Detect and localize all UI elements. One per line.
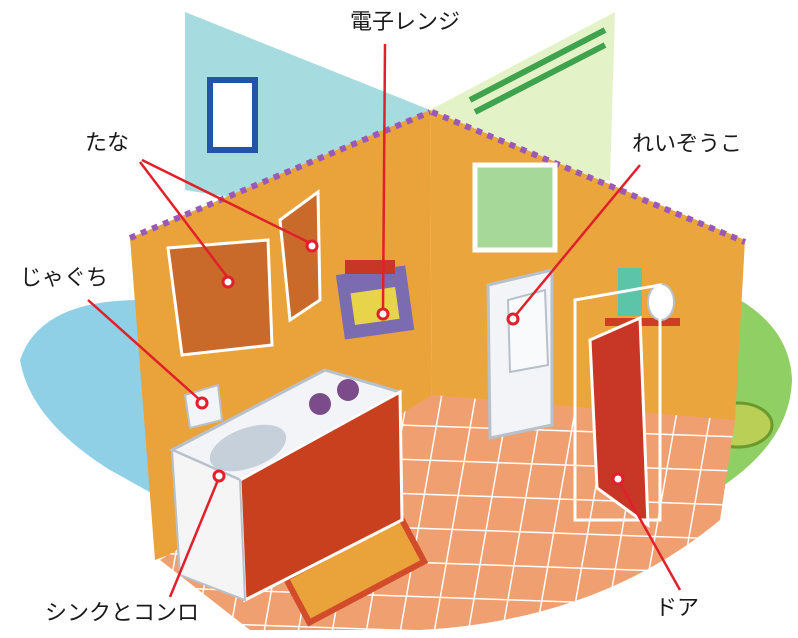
burner-1 (309, 393, 331, 415)
label-door: ドア (655, 596, 700, 621)
left-wall-trim (128, 109, 432, 241)
label-shelf: たな (85, 131, 130, 156)
dot-sink-stove (212, 469, 226, 483)
dot-door (611, 472, 625, 486)
leader-lines (87, 43, 682, 598)
leader-sink-stove (168, 479, 220, 598)
window (472, 162, 558, 253)
dot-fridge (506, 312, 520, 326)
door-frame (573, 283, 662, 522)
shelf-door-left (166, 238, 274, 357)
label-fridge: れいぞうこ (632, 132, 743, 157)
label-faucet: じゃぐち (20, 266, 109, 291)
dot-microwave (376, 307, 390, 321)
mirror (207, 77, 258, 153)
leader-door (618, 482, 682, 591)
jars-shelf (605, 318, 680, 326)
burner-2 (337, 379, 359, 401)
fridge-door (506, 288, 550, 374)
dot-shelf-a (221, 275, 235, 289)
label-microwave: 電子レンジ (350, 10, 461, 35)
leader-shelf-a (139, 161, 229, 279)
leader-microwave (381, 43, 387, 311)
door (588, 315, 650, 529)
green-stripes (468, 27, 607, 115)
dot-faucet (195, 396, 209, 410)
leader-faucet (87, 299, 201, 401)
sink-basin (209, 424, 287, 472)
microwave-sign (345, 260, 395, 274)
leader-shelf-b (141, 158, 311, 245)
label-sink-stove: シンクとコンロ (45, 601, 200, 626)
right-wall-trim (430, 109, 747, 245)
shelf-door-right (278, 189, 322, 323)
microwave-window (350, 287, 400, 326)
leader-fridge (514, 164, 641, 317)
dot-shelf-b (305, 239, 319, 253)
